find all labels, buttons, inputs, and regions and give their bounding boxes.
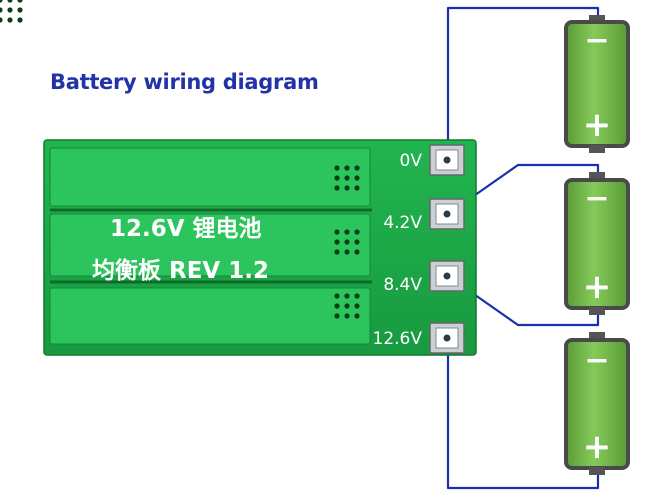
pad-8v4: [429, 260, 465, 292]
battery-3-minus: −: [584, 343, 609, 378]
battery-3-plus: +: [583, 427, 612, 467]
pad-label-8v4: 8.4V: [383, 275, 422, 295]
pad-0v: [429, 144, 465, 176]
balance-board: 12.6V 锂电池 均衡板 REV 1.2: [0, 0, 477, 356]
pad-label-12v6: 12.6V: [373, 329, 423, 349]
diagram-title: Battery wiring diagram: [50, 70, 319, 94]
pad-label-0v: 0V: [400, 151, 423, 171]
wire-8v4: [447, 275, 600, 327]
wire-12v6: [446, 338, 600, 490]
via-grid: [0, 0, 360, 319]
board-text-line1: 12.6V 锂电池: [110, 216, 262, 242]
battery-1-minus: −: [584, 23, 609, 58]
battery-1-plus: +: [583, 105, 612, 145]
board-text-line2: 均衡板 REV 1.2: [92, 257, 269, 284]
pad-12v6: [429, 322, 465, 354]
battery-3: − +: [564, 332, 630, 475]
battery-2-minus: −: [584, 181, 609, 216]
battery-1: − +: [564, 15, 630, 153]
solder-pads: [429, 144, 465, 354]
pad-4v2: [429, 198, 465, 230]
battery-2-plus: +: [583, 267, 612, 307]
pad-labels: 0V 4.2V 8.4V 12.6V: [373, 151, 423, 349]
pad-label-4v2: 4.2V: [383, 213, 422, 233]
battery-2: − +: [564, 172, 630, 315]
